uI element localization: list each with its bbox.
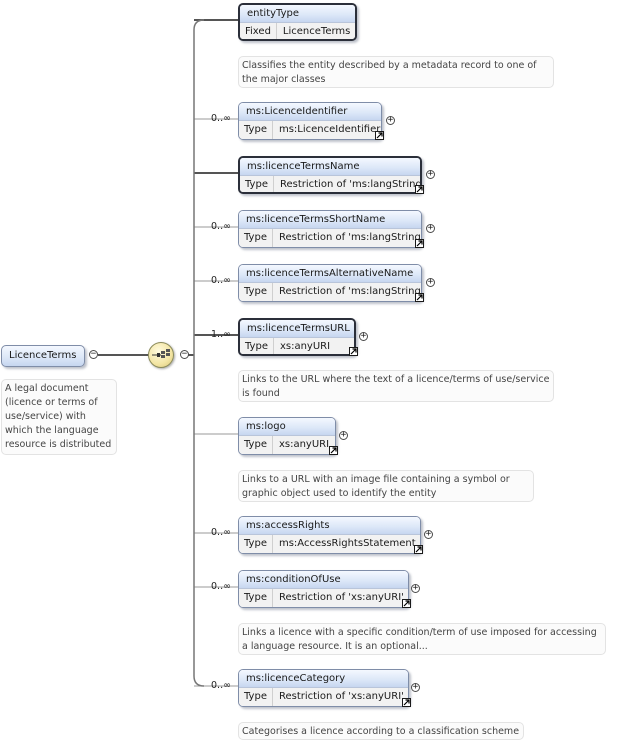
element-name: entityType [240, 5, 355, 23]
element-name: ms:licenceTermsURL [240, 320, 354, 338]
minus-toggle-icon[interactable]: − [89, 349, 98, 359]
plus-toggle-icon[interactable]: + [359, 331, 368, 341]
element-name: ms:licenceTermsShortName [239, 211, 421, 229]
element-type-value: Restriction of 'ms:langString' [278, 232, 421, 243]
root-element-licence-terms[interactable]: LicenceTerms [1, 345, 85, 367]
reference-arrow-icon[interactable] [415, 293, 424, 302]
element-type-key: Type [240, 176, 274, 192]
element-documentation: Categorises a licence according to a cla… [238, 722, 524, 740]
reference-arrow-icon[interactable] [402, 599, 411, 608]
element-type-value: xs:anyURI [278, 439, 330, 450]
element-type-value: Restriction of 'xs:anyURI' [278, 592, 404, 603]
plus-toggle-icon[interactable]: + [411, 583, 420, 593]
element-type-value: ms:AccessRightsStatement [278, 538, 416, 549]
cardinality-label: 1..∞ [211, 329, 231, 340]
element-type-row: Type Restriction of 'xs:anyURI' [239, 589, 408, 607]
plus-toggle-icon[interactable]: + [424, 529, 433, 539]
connector-trunk [193, 19, 205, 687]
element-type-key: Type [240, 338, 274, 354]
element-type-row: Fixed LicenceTerms [240, 23, 355, 39]
element-documentation: Links a licence with a specific conditio… [238, 623, 606, 655]
root-element-name: LicenceTerms [9, 350, 77, 361]
element-type-value: xs:anyURI [279, 341, 331, 352]
element-name: ms:accessRights [239, 517, 420, 535]
cardinality-label: 0..∞ [211, 581, 231, 592]
reference-arrow-icon[interactable] [402, 698, 411, 707]
element-type-row: Type Restriction of 'ms:langString' [239, 229, 421, 247]
element-type-key: Type [239, 229, 273, 247]
element-type-row: Type Restriction of 'ms:langString' [239, 283, 421, 301]
element-type-value: Restriction of 'ms:langString' [278, 286, 421, 297]
cardinality-label: 0..∞ [211, 680, 231, 691]
element-type-key: Type [239, 283, 273, 301]
element-type-value: ms:LicenceIdentifier [278, 124, 381, 135]
cardinality-label: 0..∞ [211, 527, 231, 538]
element-type-row: Type ms:LicenceIdentifier [239, 121, 381, 139]
element-type-value: LicenceTerms [282, 26, 351, 37]
plus-toggle-icon[interactable]: + [339, 430, 348, 440]
sequence-compositor-icon[interactable] [148, 342, 174, 368]
element-type-value: Restriction of 'xs:anyURI' [278, 691, 404, 702]
element-type-row: Type Restriction of 'ms:langString' [240, 176, 420, 192]
plus-toggle-icon[interactable]: + [386, 115, 395, 125]
element-type-key: Type [239, 688, 273, 706]
plus-toggle-icon[interactable]: + [426, 169, 435, 179]
element-type-row: Type ms:AccessRightsStatement [239, 535, 420, 553]
reference-arrow-icon[interactable] [375, 131, 384, 140]
reference-arrow-icon[interactable] [329, 446, 338, 455]
plus-toggle-icon[interactable]: + [426, 277, 435, 287]
element-name: ms:licenceCategory [239, 670, 408, 688]
cardinality-label: 0..∞ [211, 275, 231, 286]
element-type-key: Fixed [240, 23, 277, 39]
plus-toggle-icon[interactable]: + [426, 223, 435, 233]
cardinality-label: 0..∞ [211, 113, 231, 124]
element-documentation: Links to the URL where the text of a lic… [238, 370, 554, 402]
reference-arrow-icon[interactable] [414, 545, 423, 554]
element-type-row: Type Restriction of 'xs:anyURI' [239, 688, 408, 706]
element-type-key: Type [239, 589, 273, 607]
element-name: ms:logo [239, 418, 335, 436]
reference-arrow-icon[interactable] [415, 239, 424, 248]
element-documentation: Links to a URL with an image file contai… [238, 470, 534, 502]
element-type-key: Type [239, 121, 273, 139]
element-type-row: Type xs:anyURI [239, 436, 335, 454]
root-documentation: A legal document (licence or terms of us… [1, 379, 117, 455]
element-type-value: Restriction of 'ms:langString' [279, 179, 420, 190]
plus-toggle-icon[interactable]: + [411, 682, 420, 692]
element-name: ms:licenceTermsName [240, 158, 420, 176]
element-type-key: Type [239, 535, 273, 553]
minus-toggle-icon[interactable]: − [180, 349, 189, 359]
element-documentation: Classifies the entity described by a met… [238, 56, 554, 88]
element-type-row: Type xs:anyURI [240, 338, 354, 354]
reference-arrow-icon[interactable] [349, 347, 358, 356]
cardinality-label: 0..∞ [211, 221, 231, 232]
element-name: ms:licenceTermsAlternativeName [239, 265, 421, 283]
reference-arrow-icon[interactable] [415, 185, 424, 194]
element-type-key: Type [239, 436, 273, 454]
element-name: ms:LicenceIdentifier [239, 103, 381, 121]
element-name: ms:conditionOfUse [239, 571, 408, 589]
